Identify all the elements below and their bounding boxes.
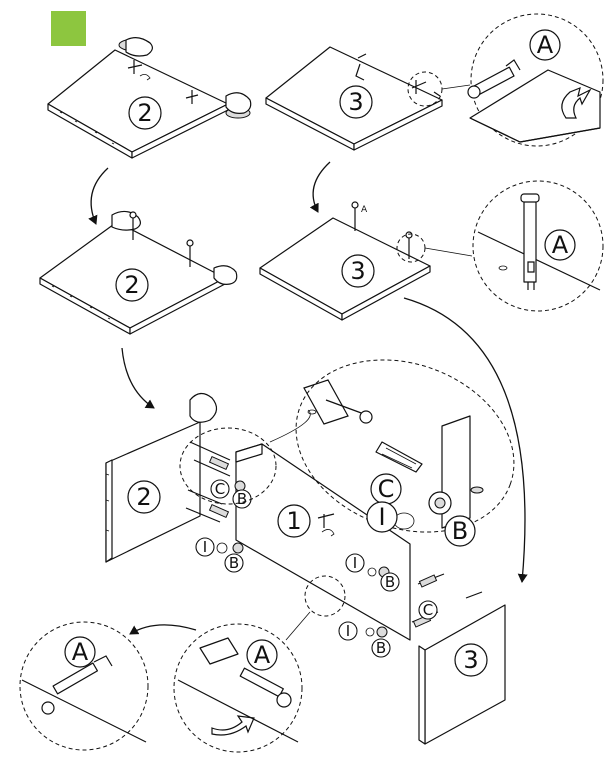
arrow-panel-2-down [88,167,109,225]
callout-a-middle-right: A [552,231,569,259]
hardware-left: C B I B [185,441,252,573]
assembly-panel-1: 1 [235,443,411,641]
cam-highlight-bottom [304,575,346,617]
callout-c-right: C [423,601,433,619]
assembly-panel-1-label: 1 [286,507,301,535]
callout-a-bottom-left: A [72,638,89,666]
callout-b-right-bottom: B [376,639,386,657]
callout-a-bottom-right: A [254,641,271,669]
callout-i-right-top: I [353,554,357,572]
panel-2-top: 2 [47,37,252,159]
callout-b-detail: B [452,517,468,545]
callout-i-detail: I [378,503,385,531]
callout-i-left: I [203,538,207,556]
detail-a-top-right: A [441,13,604,147]
pin-label-a: A [361,205,368,215]
panel-3-label-middle: 3 [350,257,365,285]
assembly-panel-3-label: 3 [463,646,478,674]
hardware-highlight-left [179,427,277,505]
hardware-right: I B C I B [338,553,483,658]
panel-2-middle: 2 [39,210,238,335]
arrow-panel-3-down [309,161,331,213]
detail-a-middle-right: A [424,180,604,312]
panel-3-middle: A 3 [259,201,431,321]
callout-b-left-bottom: B [229,554,239,572]
arrow-detail-left [129,624,197,635]
panel-3-label-top: 3 [348,88,363,116]
callout-c-detail: C [378,475,395,503]
step-badge-background [51,11,86,46]
panel-2-label-middle: 2 [124,271,139,299]
panel-3-top: 3 [265,46,443,151]
arrow-panel-3-to-assembly [403,297,528,583]
arrow-panel-2-to-assembly [121,347,155,409]
callout-c-left: C [215,480,225,498]
panel-2-label-top: 2 [137,99,152,127]
callout-b-right-top: B [385,573,395,591]
detail-a-bottom-right: A [173,623,303,753]
assembly-panel-2: 2 [105,392,218,563]
detail-cam-assembly: C I B [295,359,515,547]
callout-b-left-top: B [237,490,247,508]
assembly-panel-3: 3 [418,604,506,745]
detail-a-bottom-left: A [19,621,149,751]
callout-a-top-right: A [537,31,554,59]
callout-i-right-bottom: I [346,622,350,640]
assembly-panel-2-label: 2 [136,483,151,511]
